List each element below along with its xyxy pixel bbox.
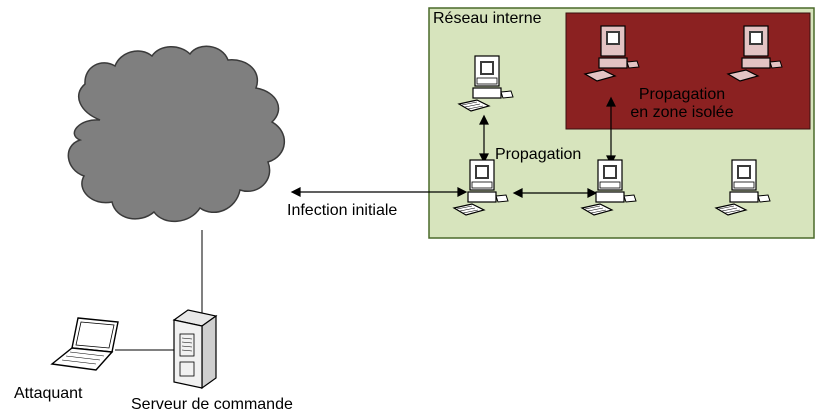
workstation-icon xyxy=(726,25,783,82)
isolated-propagation-line2: en zone isolée xyxy=(630,104,734,121)
isolated-propagation-label: Propagation en zone isolée xyxy=(620,86,744,122)
isolated-propagation-line1: Propagation xyxy=(638,86,726,103)
cloud-icon xyxy=(67,45,286,222)
server-tower-icon xyxy=(172,309,218,390)
initial-infection-label: Infection initiale xyxy=(287,202,398,219)
propagation-arrow-vertical xyxy=(479,114,489,164)
workstation-icon xyxy=(583,25,640,82)
internal-network-label: Réseau interne xyxy=(433,10,542,27)
command-server-label: Serveur de commande xyxy=(131,396,293,413)
laptop-icon xyxy=(50,317,119,371)
initial-infection-arrow xyxy=(290,187,468,197)
attacker-label: Attaquant xyxy=(14,385,83,402)
propagation-arrow-horizontal xyxy=(512,188,598,198)
propagation-label: Propagation xyxy=(495,146,582,163)
